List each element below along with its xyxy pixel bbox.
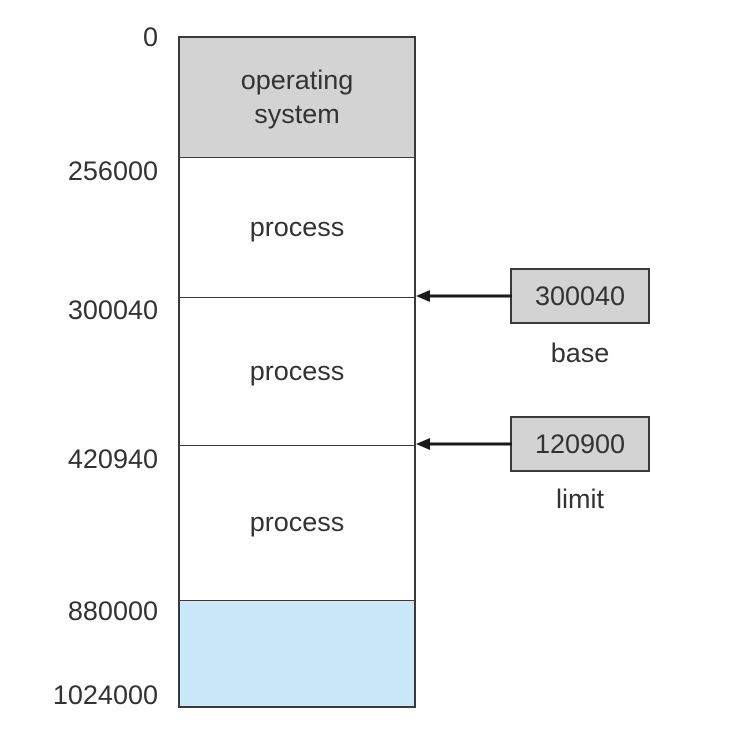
base-register-box: 300040 [510,268,650,324]
process-segment-1: process [180,157,414,297]
memory-column: operating system process process process [178,36,416,708]
segment-label: process [249,211,345,242]
segment-label: process [249,507,345,538]
address-label-880000: 880000 [67,596,158,626]
base-register-caption: base [550,338,610,368]
limit-arrow-icon [416,438,512,450]
base-register-value: 300040 [534,280,626,311]
free-memory-segment [180,600,414,706]
base-arrow-icon [416,290,512,302]
address-label-300040: 300040 [67,295,158,325]
address-label-1024000: 1024000 [52,680,158,710]
address-label-420940: 420940 [67,444,158,474]
address-label-256000: 256000 [67,156,158,186]
process-segment-2: process [180,297,414,445]
segment-label: operating system [240,64,354,129]
limit-register-box: 120900 [510,416,650,472]
limit-register-value: 120900 [534,428,626,459]
segment-label: process [249,355,345,386]
limit-register-caption: limit [556,484,604,514]
address-label-0: 0 [142,22,158,52]
process-segment-3: process [180,445,414,600]
operating-system-segment: operating system [180,38,414,157]
